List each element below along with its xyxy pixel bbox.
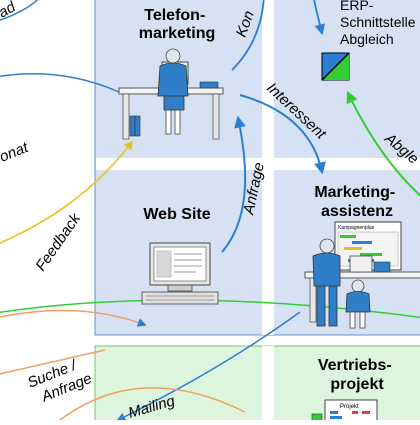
blue-zone-divider-h xyxy=(96,158,420,170)
node-website-title: Web Site xyxy=(143,206,210,223)
green-zone-divider-v xyxy=(262,346,274,425)
arrow-erp-down xyxy=(313,0,325,36)
curve-orange-1 xyxy=(0,140,134,244)
node-vertrieb-title: Vertriebs- projekt xyxy=(318,357,396,393)
telefon-agent-person xyxy=(157,48,189,135)
curve-blue-mailing xyxy=(116,311,301,421)
curve-blue-top xyxy=(0,73,120,93)
marketing-assistant-person xyxy=(312,238,371,329)
curve-orange-left xyxy=(0,349,106,375)
node-erp-title: ERP- Schnittstelle Abgleich xyxy=(340,0,419,47)
curve-blue-top2 xyxy=(0,0,39,21)
marketing-desk-scene: Kampagnenplan xyxy=(304,221,420,323)
arrow-interessent xyxy=(239,94,326,175)
arrow-abgleich xyxy=(346,90,420,197)
label-monat: onat xyxy=(0,139,31,166)
projekt-label: Projekt xyxy=(340,404,359,410)
label-suche: Suche / Anfrage xyxy=(25,353,94,408)
label-ad: ad xyxy=(0,0,19,21)
website-computer-icon xyxy=(141,242,219,305)
arrow-kontakt xyxy=(231,0,265,71)
kampagnenplan-label: Kampagnenplan xyxy=(338,225,375,231)
node-marketing-title: Marketing- assistenz xyxy=(314,184,399,220)
erp-sync-icon xyxy=(321,52,350,81)
curve-orange-2 xyxy=(0,309,147,327)
node-telefon-title: Telefon- marketing xyxy=(139,7,215,42)
arrow-anfrage xyxy=(221,115,247,253)
curve-orange-mailing xyxy=(59,387,246,421)
label-feedback: Feedback xyxy=(32,209,85,274)
